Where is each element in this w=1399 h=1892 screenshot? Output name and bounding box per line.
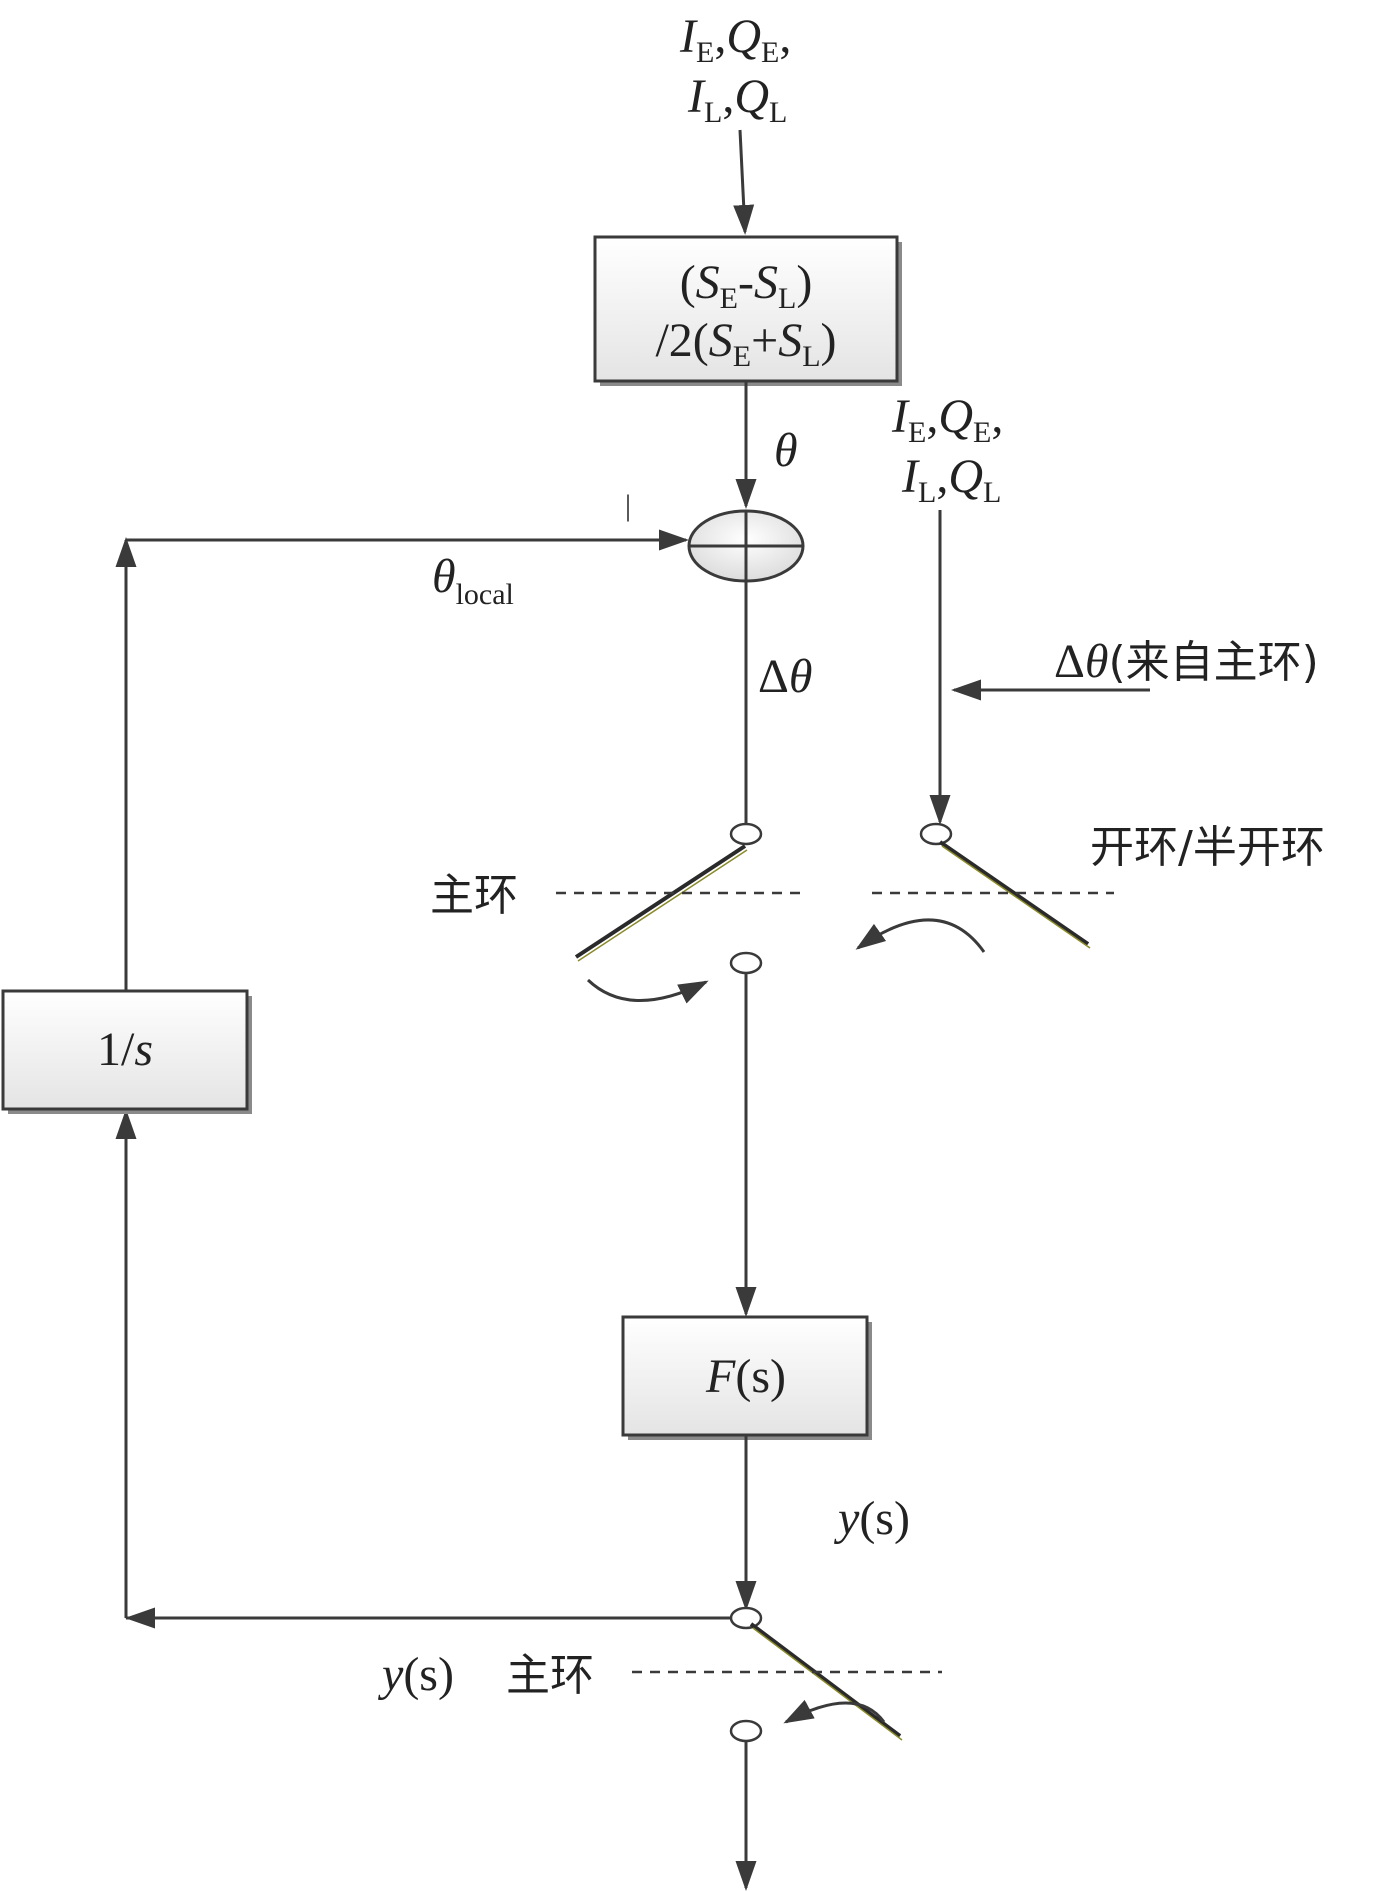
top-input-arrow (733, 129, 755, 235)
theta-label: θ (774, 424, 798, 477)
main-loop-switch-arrow (586, 978, 709, 1004)
open-loop-switch-arrow (855, 918, 986, 953)
right-input-label-line1: IE,QE, (891, 390, 1003, 449)
y-output-label: y(s) (833, 1492, 910, 1545)
summing-junction (687, 509, 805, 583)
open-loop-label: 开环/半开环 (1090, 822, 1325, 873)
delta-theta-label: Δθ (758, 650, 812, 703)
lower-switch-node-bottom (729, 1719, 763, 1743)
main-loop-upper-label: 主环 (430, 870, 518, 921)
ratio-block: (SE-SL) /2(SE+SL) (593, 235, 902, 386)
y-switch-label: y(s) (377, 1648, 454, 1701)
theta-local-label: θlocal (432, 550, 514, 611)
lower-switch-node-top (729, 1606, 763, 1630)
filter-block: F(s) (621, 1315, 872, 1440)
ratio-block-line2: /2(SE+SL) (655, 314, 836, 373)
main-loop-switch-blade (574, 844, 748, 962)
main-loop-upper-node-bottom (729, 951, 763, 975)
integrator-block: 1/s (1, 989, 252, 1114)
open-loop-node (919, 822, 953, 846)
delta-theta-from-main-label: Δθ(来自主环) (1054, 635, 1319, 688)
main-loop-upper-node-top (729, 822, 763, 846)
ratio-block-line1: (SE-SL) (680, 256, 813, 315)
filter-label: F(s) (705, 1350, 786, 1403)
top-input-label-line2: IL,QL (687, 70, 787, 129)
main-loop-lower-label: 主环 (506, 1650, 594, 1701)
lower-switch-arrow (783, 1699, 886, 1724)
top-input-label-line1: IE,QE, (679, 10, 791, 69)
summer-minus-mark: | (625, 489, 631, 522)
right-input-label-line2: IL,QL (901, 450, 1001, 509)
integrator-label: 1/s (97, 1023, 153, 1076)
lower-switch-blade (749, 1622, 903, 1741)
open-loop-switch-blade (938, 840, 1091, 949)
